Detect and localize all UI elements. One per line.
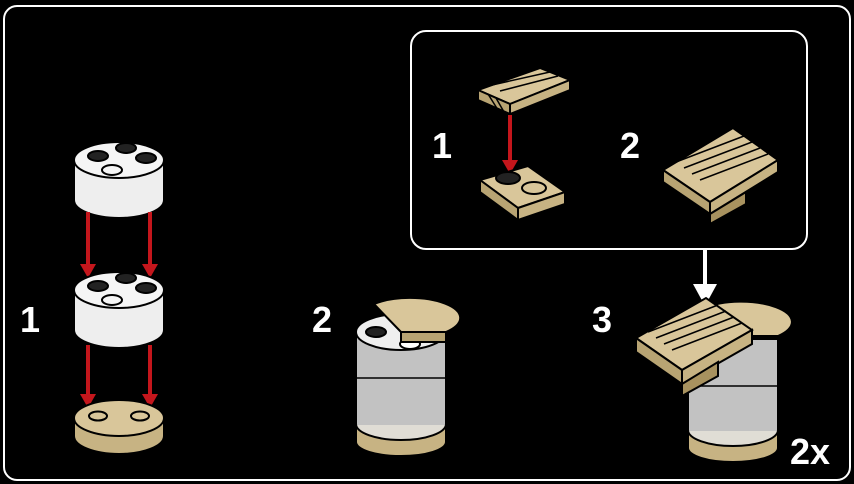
step-number-1: 1 xyxy=(20,299,41,340)
quantity-multiplier: 2x xyxy=(790,431,831,472)
callout-arrow xyxy=(693,250,717,306)
round-brick-white-top xyxy=(73,141,165,219)
step-2-illustration xyxy=(355,296,462,457)
step-number-2: 2 xyxy=(312,299,333,340)
step-3-illustration xyxy=(634,296,793,463)
plate-1x2-part xyxy=(477,164,568,222)
sub-step-2-illustration xyxy=(661,126,780,226)
sub-step-number-1: 1 xyxy=(432,125,453,166)
sub-step-number-2: 2 xyxy=(620,125,641,166)
step-number-3: 3 xyxy=(592,299,613,340)
sub-step-1-illustration xyxy=(475,66,573,222)
grille-tile-part xyxy=(475,66,573,116)
round-plate-tan xyxy=(73,399,165,455)
step-1-illustration xyxy=(73,141,165,455)
instruction-frame xyxy=(3,5,851,481)
round-brick-white-middle xyxy=(73,271,165,349)
